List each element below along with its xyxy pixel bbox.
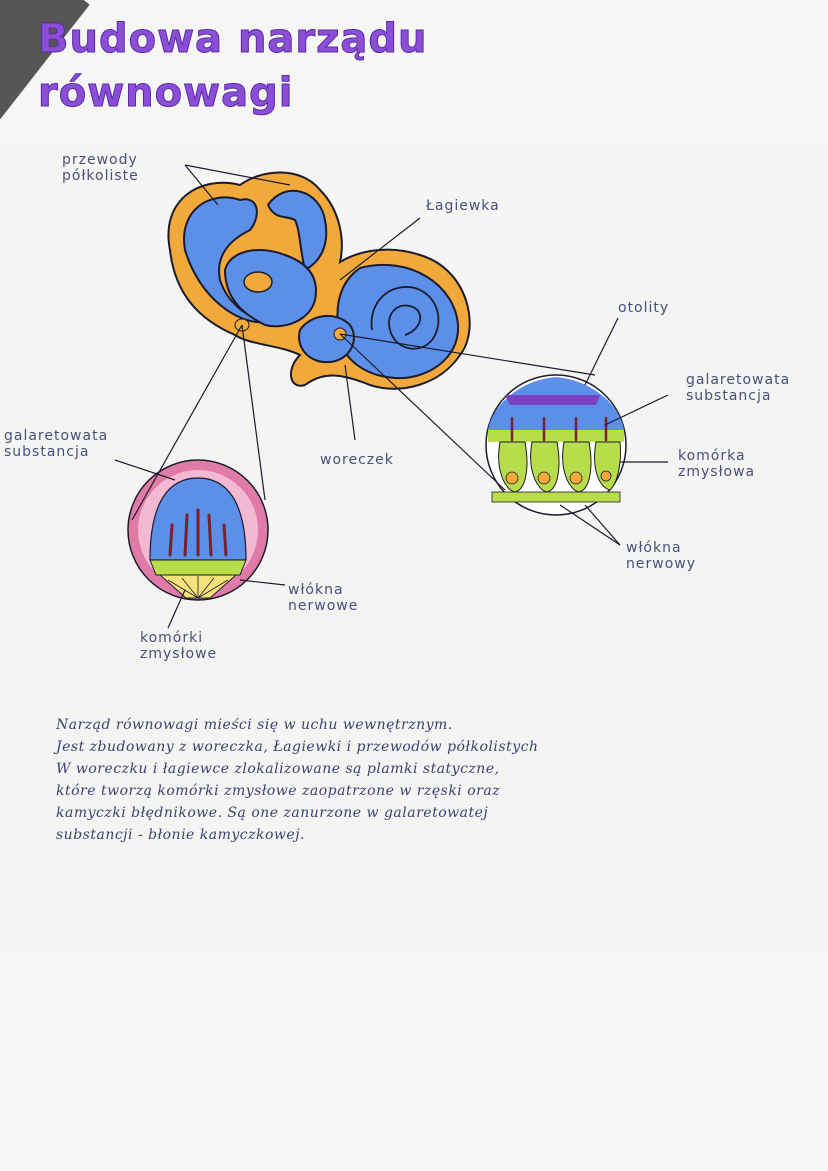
notes-line: Jest zbudowany z woreczka, Łagiewki i pr… <box>56 739 539 755</box>
label-galaretowata-substancja-right: galaretowata substancja <box>686 372 791 404</box>
notes-paragraph: Narząd równowagi mieści się w uchu wewnę… <box>56 714 736 846</box>
label-woreczek: woreczek <box>320 452 394 468</box>
macula-circle <box>485 374 627 516</box>
leader-lines <box>114 164 669 629</box>
notes-line: Narząd równowagi mieści się w uchu wewnę… <box>56 717 453 733</box>
label-lagiewka: Łagiewka <box>426 198 500 214</box>
inner-ear-diagram <box>114 164 669 629</box>
page-title-line2: równowagi <box>37 70 294 117</box>
notes-line: kamyczki błędnikowe. Są one zanurzone w … <box>56 805 489 821</box>
label-galaretowata-substancja-left: galaretowata substancja <box>4 428 109 460</box>
membranous-labyrinth <box>183 189 460 380</box>
crista-ampullaris-circle <box>127 459 269 601</box>
page-title-line1: Budowa narządu <box>38 16 428 63</box>
label-komorki-zmyslowe: komórki zmysłowe <box>140 630 218 662</box>
notes-line: substancji - błonie kamyczkowej. <box>56 827 305 843</box>
label-komorka-zmyslowa: komórka zmysłowa <box>678 448 756 480</box>
label-otolity: otolity <box>618 300 670 316</box>
notes-line: które tworzą komórki zmysłowe zaopatrzon… <box>56 783 501 799</box>
label-przewody-polkoliste: przewody półkoliste <box>62 152 139 184</box>
label-wlokna-nerwowy: włókna nerwowy <box>626 540 696 572</box>
label-wlokna-nerwowe: włókna nerwowe <box>288 582 359 614</box>
notes-line: W woreczku i łagiewce zlokalizowane są p… <box>56 761 500 777</box>
